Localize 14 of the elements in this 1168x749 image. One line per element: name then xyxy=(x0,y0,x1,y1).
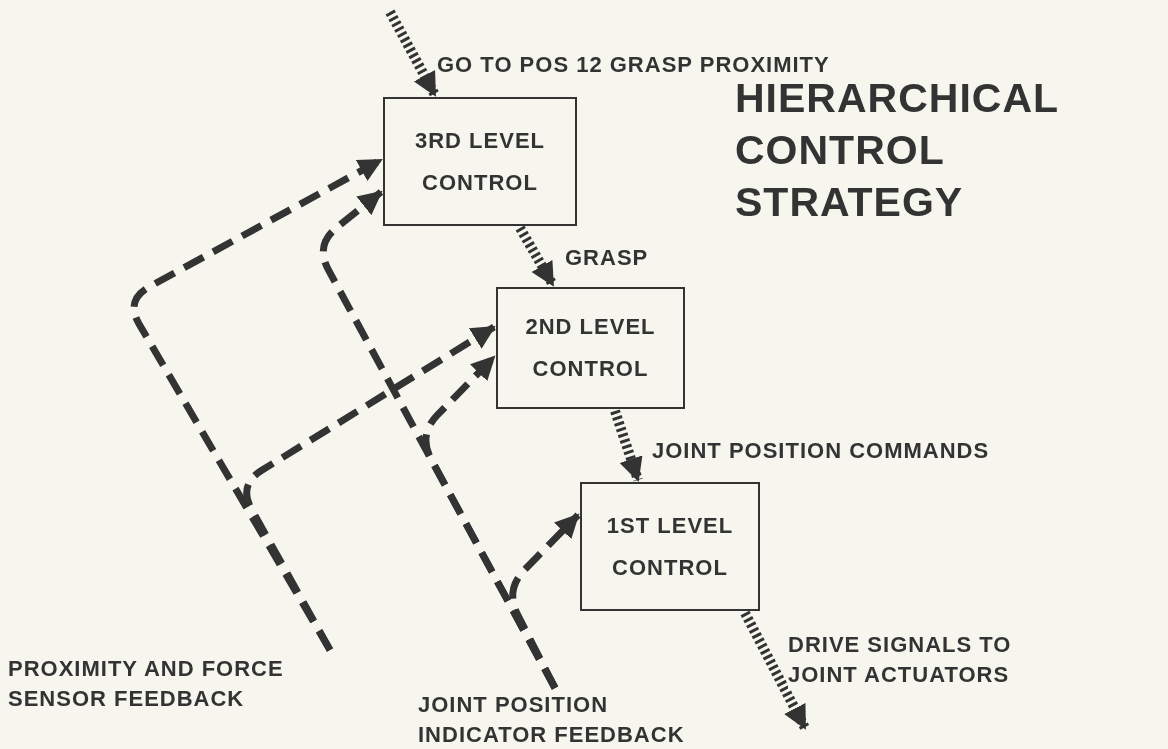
dashed-feedback-arrow xyxy=(509,512,581,690)
control-level-box xyxy=(383,97,577,226)
command-arrow xyxy=(740,610,810,731)
control-level-box xyxy=(496,287,685,409)
dashed-feedback-arrow xyxy=(243,324,496,652)
box-label: 1ST LEVEL CONTROL xyxy=(605,511,735,582)
box-label: 3RD LEVEL CONTROL xyxy=(414,126,546,197)
command-arrow xyxy=(610,409,643,482)
box-label: 2ND LEVEL CONTROL xyxy=(524,313,657,383)
feedback-source-label: PROXIMITY AND FORCE SENSOR FEEDBACK xyxy=(8,655,285,713)
command-arrow xyxy=(515,225,558,288)
command-arrow xyxy=(385,9,440,98)
control-level-box xyxy=(580,482,760,611)
feedback-source-label: JOINT POSITION INDICATOR FEEDBACK xyxy=(418,690,686,749)
